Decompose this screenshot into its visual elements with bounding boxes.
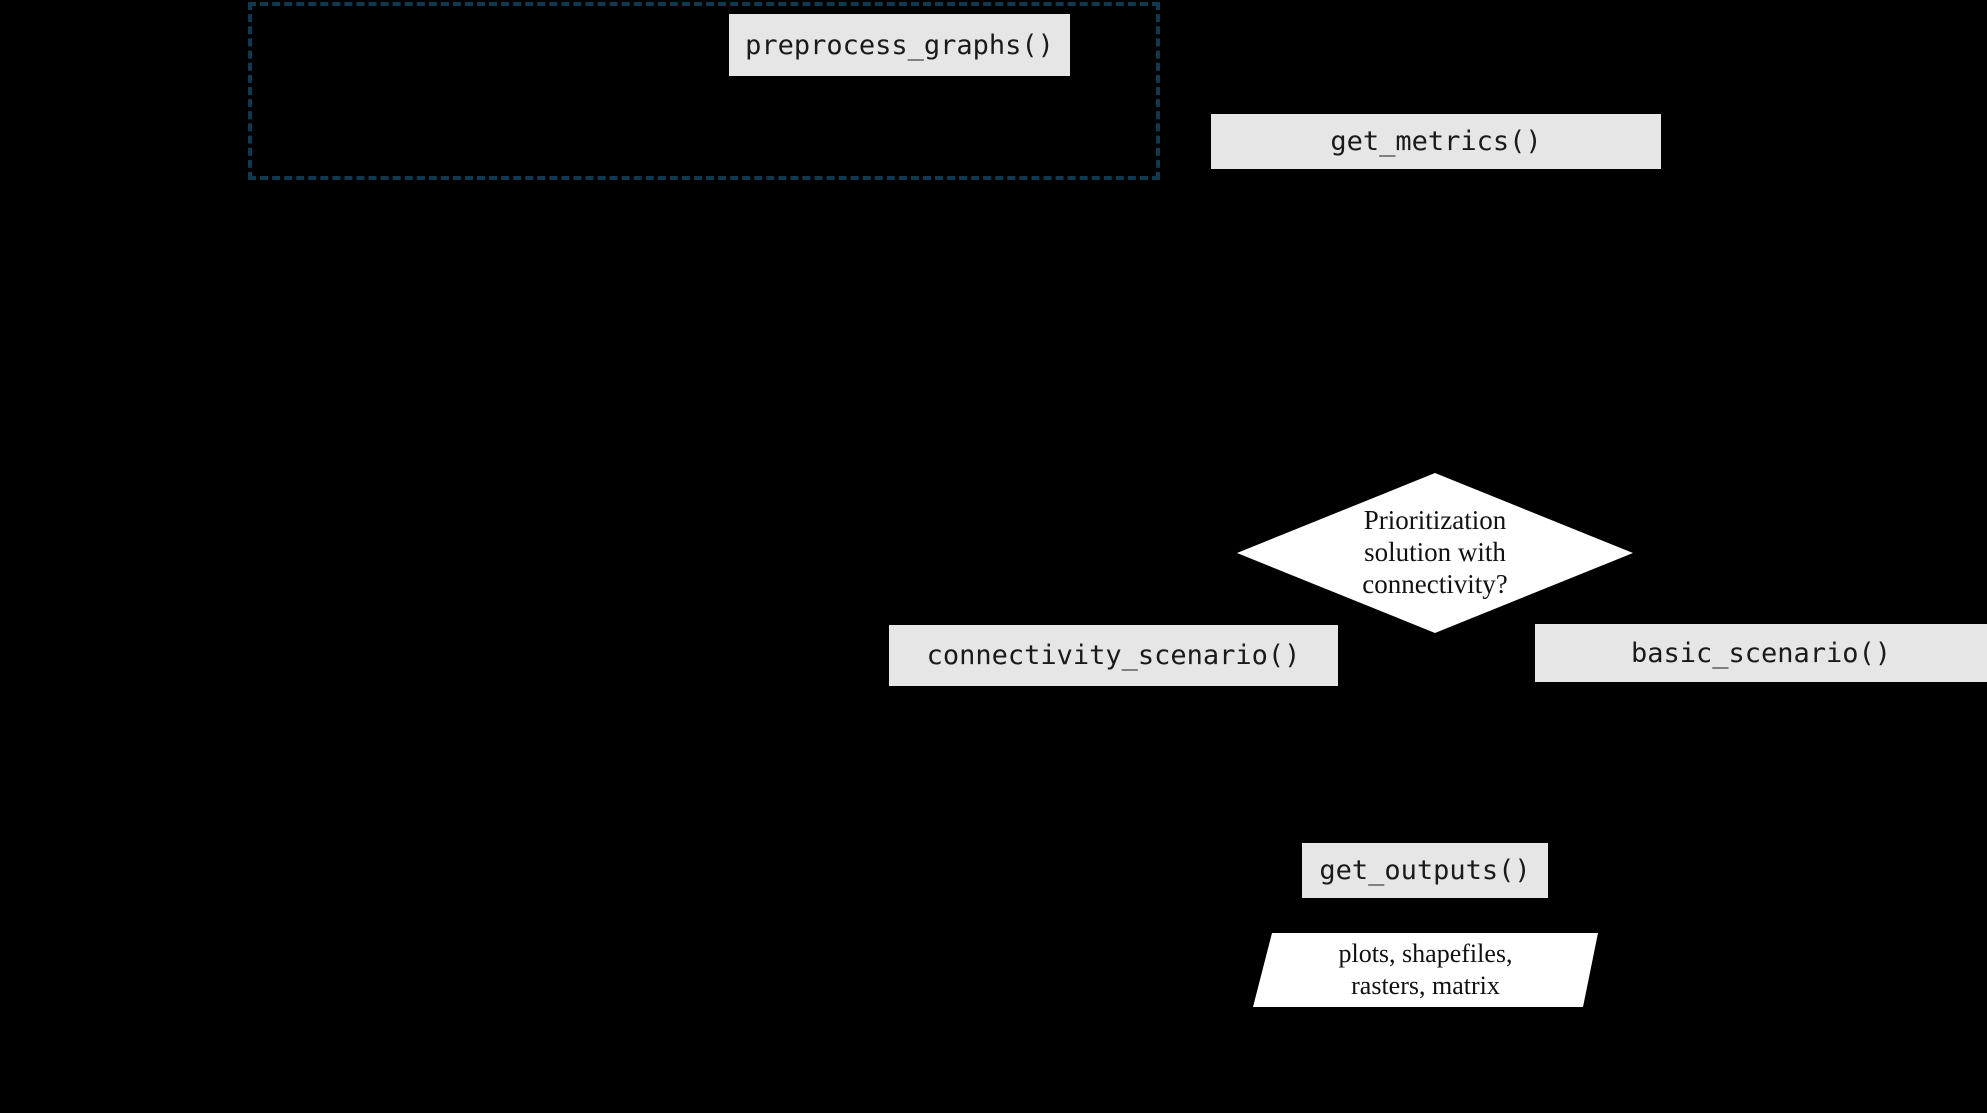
preprocessing-group-box <box>248 2 1160 180</box>
preprocess-graphs-node: preprocess_graphs() <box>729 14 1070 76</box>
preprocess-graphs-label: preprocess_graphs() <box>745 29 1054 61</box>
outputs-line-1: plots, shapefiles, <box>1338 938 1513 968</box>
get-metrics-node: get_metrics() <box>1211 114 1661 169</box>
basic-scenario-node: basic_scenario() <box>1535 624 1987 682</box>
decision-line-1: Prioritization <box>1363 505 1507 536</box>
decision-text: Prioritization solution with connectivit… <box>1362 505 1507 601</box>
connectivity-scenario-node: connectivity_scenario() <box>889 625 1338 686</box>
connectivity-scenario-label: connectivity_scenario() <box>926 640 1301 671</box>
decision-line-3: connectivity? <box>1362 568 1508 599</box>
prioritization-decision-diamond: Prioritization solution with connectivit… <box>1237 473 1633 633</box>
outputs-parallelogram: plots, shapefiles, rasters, matrix <box>1253 933 1598 1007</box>
basic-scenario-label: basic_scenario() <box>1630 637 1892 669</box>
outputs-line-2: rasters, matrix <box>1351 971 1500 1000</box>
get-metrics-label: get_metrics() <box>1330 126 1542 157</box>
get-outputs-node: get_outputs() <box>1302 843 1548 898</box>
decision-line-2: solution with <box>1364 537 1506 568</box>
get-outputs-label: get_outputs() <box>1319 855 1531 886</box>
